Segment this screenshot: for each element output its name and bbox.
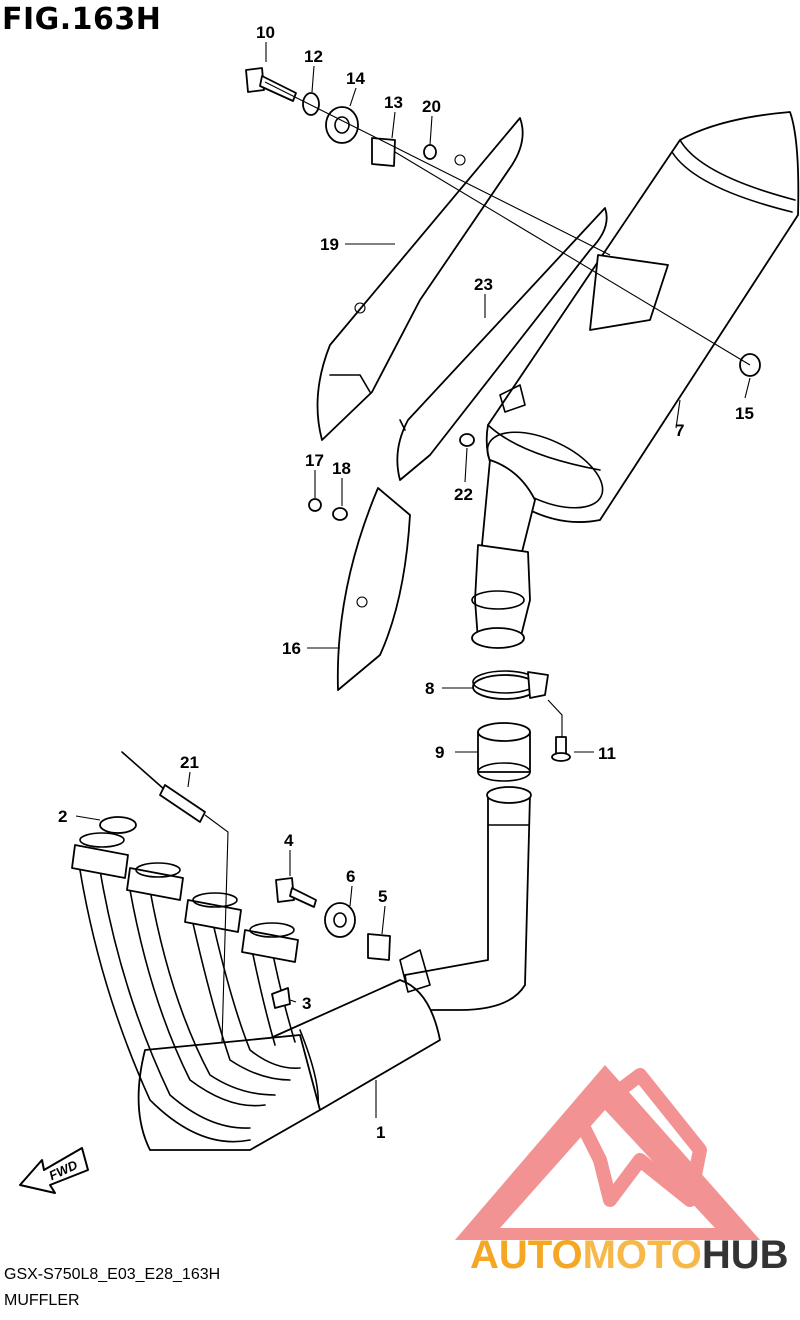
callout-1: 1: [376, 1123, 385, 1142]
washer-part-18: [332, 507, 348, 521]
callout-16: 16: [282, 639, 301, 658]
callout-9: 9: [435, 743, 444, 762]
callout-15: 15: [735, 404, 754, 423]
watermark-logo: [455, 1065, 760, 1240]
rubber-part-14: [325, 106, 359, 144]
screw-part-20: [423, 144, 437, 160]
caption-code: GSX-S750L8_E03_E28_163H: [4, 1266, 221, 1283]
callout-19: 19: [320, 235, 339, 254]
fwd-arrow-icon: FWD: [19, 1147, 89, 1194]
callout-8: 8: [425, 679, 434, 698]
rubber-part-6: [324, 902, 356, 938]
callout-22: 22: [454, 485, 473, 504]
washer-part-2: [99, 816, 137, 834]
callout-23: 23: [474, 275, 493, 294]
callout-20: 20: [422, 97, 441, 116]
guard-part-16: [336, 487, 411, 691]
callout-12: 12: [304, 47, 323, 66]
callout-3: 3: [302, 994, 311, 1013]
callout-10: 10: [256, 23, 275, 42]
washer-part-12: [302, 92, 320, 116]
collar-part-5: [367, 933, 391, 961]
watermark-moto: MOTO: [583, 1233, 702, 1277]
watermark-text: AUTOMOTOHUB: [470, 1233, 789, 1277]
callout-13-14: 14: [346, 69, 365, 88]
heat-shield-part-23: [396, 207, 608, 481]
bolt-part-11: [551, 736, 571, 762]
sensor-part-21: [121, 751, 206, 823]
caption-name: MUFFLER: [4, 1292, 80, 1309]
callout-7: 7: [675, 421, 684, 440]
callout-numbers: 1 2 3 4 5 6 7 8 9 10 11 12 14 13 15 16 1…: [58, 23, 754, 1142]
logo-mark: [573, 1068, 707, 1207]
bolt-part-4: [275, 877, 317, 908]
figure-title: FIG.163H: [2, 2, 162, 37]
screw-part-17: [308, 498, 322, 512]
callout-21: 21: [180, 753, 199, 772]
exhaust-pipe-part-1: [71, 786, 532, 1151]
heat-shield-part-19: [316, 117, 524, 441]
leader-lines: [75, 42, 751, 1118]
clamp-part-8: [472, 670, 549, 700]
callout-6: 6: [346, 867, 355, 886]
callout-4: 4: [284, 831, 294, 850]
washer-part-22: [459, 433, 475, 447]
collar-part-13: [371, 137, 396, 167]
watermark-auto: AUTO: [470, 1233, 583, 1277]
callout-11: 11: [598, 744, 616, 763]
callout-18: 18: [332, 459, 351, 478]
callout-2: 2: [58, 807, 67, 826]
bolt-part-3: [271, 987, 291, 1009]
callout-13: 13: [384, 93, 403, 112]
callout-17: 17: [305, 451, 324, 470]
muffler-part-7: [471, 111, 800, 649]
callout-5: 5: [378, 887, 387, 906]
gasket-part-9: [477, 722, 531, 782]
watermark-hub: HUB: [702, 1233, 789, 1277]
